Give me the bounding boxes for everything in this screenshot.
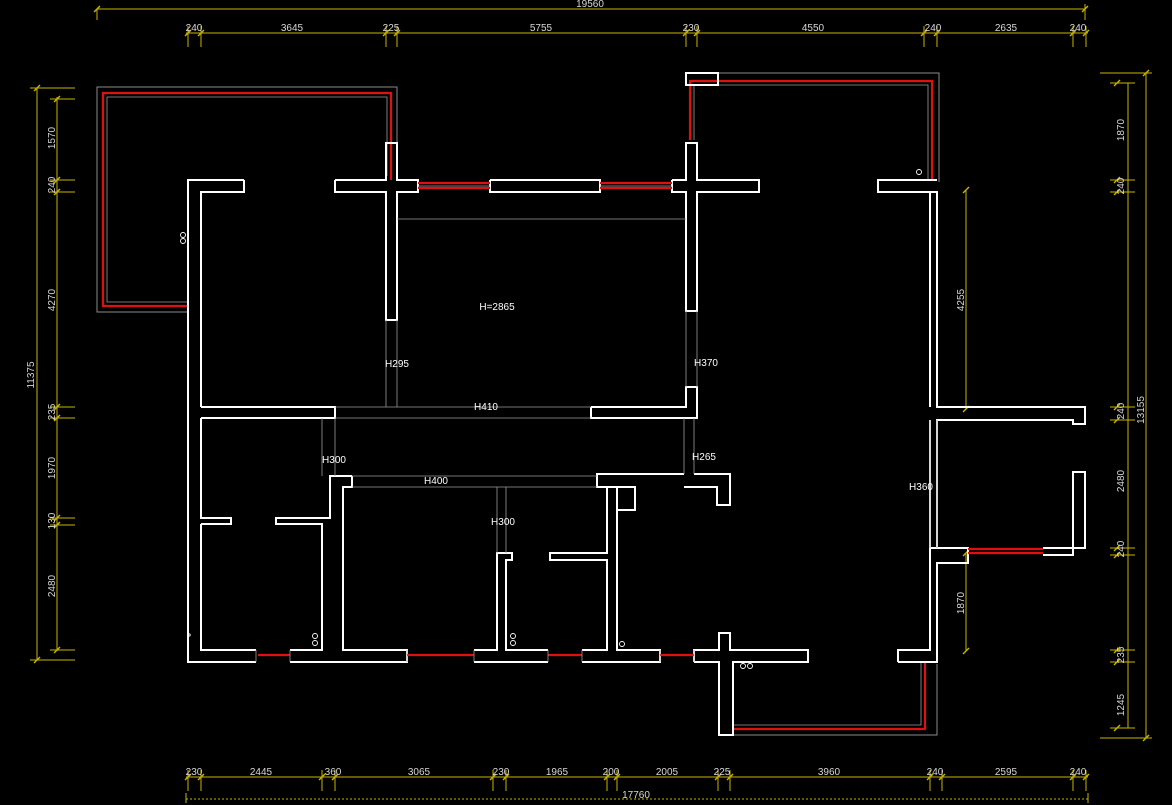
- dim-left-2: 240: [47, 176, 58, 193]
- dim-bottom-6: 1965: [546, 767, 569, 778]
- bottom-dimension-chain: 230 2445 360 3065 230 1965 200 2005 225 …: [184, 767, 1090, 803]
- beam-height-h400: H400: [424, 476, 448, 487]
- dim-bottom-7: 200: [603, 767, 620, 778]
- dim-right-7: 1245: [1116, 693, 1127, 716]
- dim-right-3: 240: [1116, 402, 1127, 419]
- beam-height-h295: H295: [385, 359, 409, 370]
- dim-top-7: 240: [925, 23, 942, 34]
- dim-right-4: 2480: [1116, 469, 1127, 492]
- pipe-icon: [312, 640, 318, 646]
- top-dimension-chain: 19560 240 3645 225 5755 230 4550 240 263…: [93, 0, 1090, 47]
- dim-left-4: 235: [47, 403, 58, 420]
- dim-bottom-13: 240: [1070, 767, 1087, 778]
- dim-bottom-10: 3960: [818, 767, 841, 778]
- beam-height-h370: H370: [694, 358, 718, 369]
- pipe-icon: [740, 663, 746, 669]
- pipe-icon: [180, 238, 186, 244]
- beam-lines: [321, 185, 938, 553]
- dim-bottom-9: 225: [714, 767, 731, 778]
- dim-bottom-4: 3065: [408, 767, 431, 778]
- dim-bottom-2: 2445: [250, 767, 273, 778]
- dim-top-1: 240: [186, 23, 203, 34]
- dim-top-9: 240: [1070, 23, 1087, 34]
- left-dimension-chain: 11375 1570 240 4270 235 1970 130 2480: [26, 84, 75, 664]
- beam-height-h265: H265: [692, 452, 716, 463]
- dim-top-8: 2635: [995, 23, 1018, 34]
- pipe-icon: [916, 169, 922, 175]
- dim-top-3: 225: [383, 23, 400, 34]
- dim-right-5: 240: [1116, 540, 1127, 557]
- dim-bottom-11: 240: [927, 767, 944, 778]
- balcony-bottom: [719, 662, 938, 736]
- dim-right-1: 1870: [1116, 118, 1127, 141]
- beam-height-h360: H360: [909, 482, 933, 493]
- pipe-icon: [747, 663, 753, 669]
- dim-right-6: 235: [1116, 646, 1127, 663]
- exterior-walls: [187, 142, 1086, 736]
- dim-left-overall: 11375: [26, 361, 37, 389]
- balcony-top-right: [685, 72, 940, 182]
- dim-top-5: 230: [683, 23, 700, 34]
- dim-left-5: 1970: [47, 456, 58, 479]
- dim-bottom-overall: 17760: [622, 790, 650, 801]
- pipe-icon: [187, 633, 191, 637]
- dim-top-2: 3645: [281, 23, 304, 34]
- pipe-icon: [510, 640, 516, 646]
- dim-inner-1870: 1870: [956, 591, 967, 614]
- pipe-icon: [312, 633, 318, 639]
- dim-left-7: 2480: [47, 574, 58, 597]
- dim-left-3: 4270: [47, 288, 58, 311]
- pipe-icon: [510, 633, 516, 639]
- dim-bottom-1: 230: [186, 767, 203, 778]
- ceiling-height-label: H=2865: [479, 302, 515, 313]
- dim-top-4: 5755: [530, 23, 553, 34]
- dim-top-overall: 19560: [576, 0, 604, 10]
- right-dimension-chain: 1870 240 240 2480 240 235 1245 13155: [1100, 69, 1152, 742]
- windows: [255, 181, 1043, 662]
- dim-bottom-5: 230: [493, 767, 510, 778]
- beam-height-h410: H410: [474, 402, 498, 413]
- pipe-icon: [619, 641, 625, 647]
- dim-left-6: 130: [47, 512, 58, 529]
- dim-inner-4255: 4255: [956, 288, 967, 311]
- dim-bottom-12: 2595: [995, 767, 1018, 778]
- balcony-top-left: [96, 86, 398, 313]
- inner-dimension-right-lower: 1870: [956, 549, 970, 655]
- inner-dimension-right-upper: 4255: [956, 186, 970, 413]
- dim-bottom-3: 360: [325, 767, 342, 778]
- beam-height-h300-mid: H300: [491, 517, 515, 528]
- pipe-icon: [180, 232, 186, 238]
- beam-height-h300-left: H300: [322, 455, 346, 466]
- dim-left-1: 1570: [47, 126, 58, 149]
- dim-right-overall: 13155: [1136, 396, 1147, 424]
- dim-top-6: 4550: [802, 23, 825, 34]
- dim-right-2: 240: [1116, 177, 1127, 194]
- dim-bottom-8: 2005: [656, 767, 679, 778]
- height-annotations: H=2865 H295 H370 H410 H300 H265 H400 H30…: [322, 302, 933, 528]
- pipe-symbols: [180, 169, 922, 669]
